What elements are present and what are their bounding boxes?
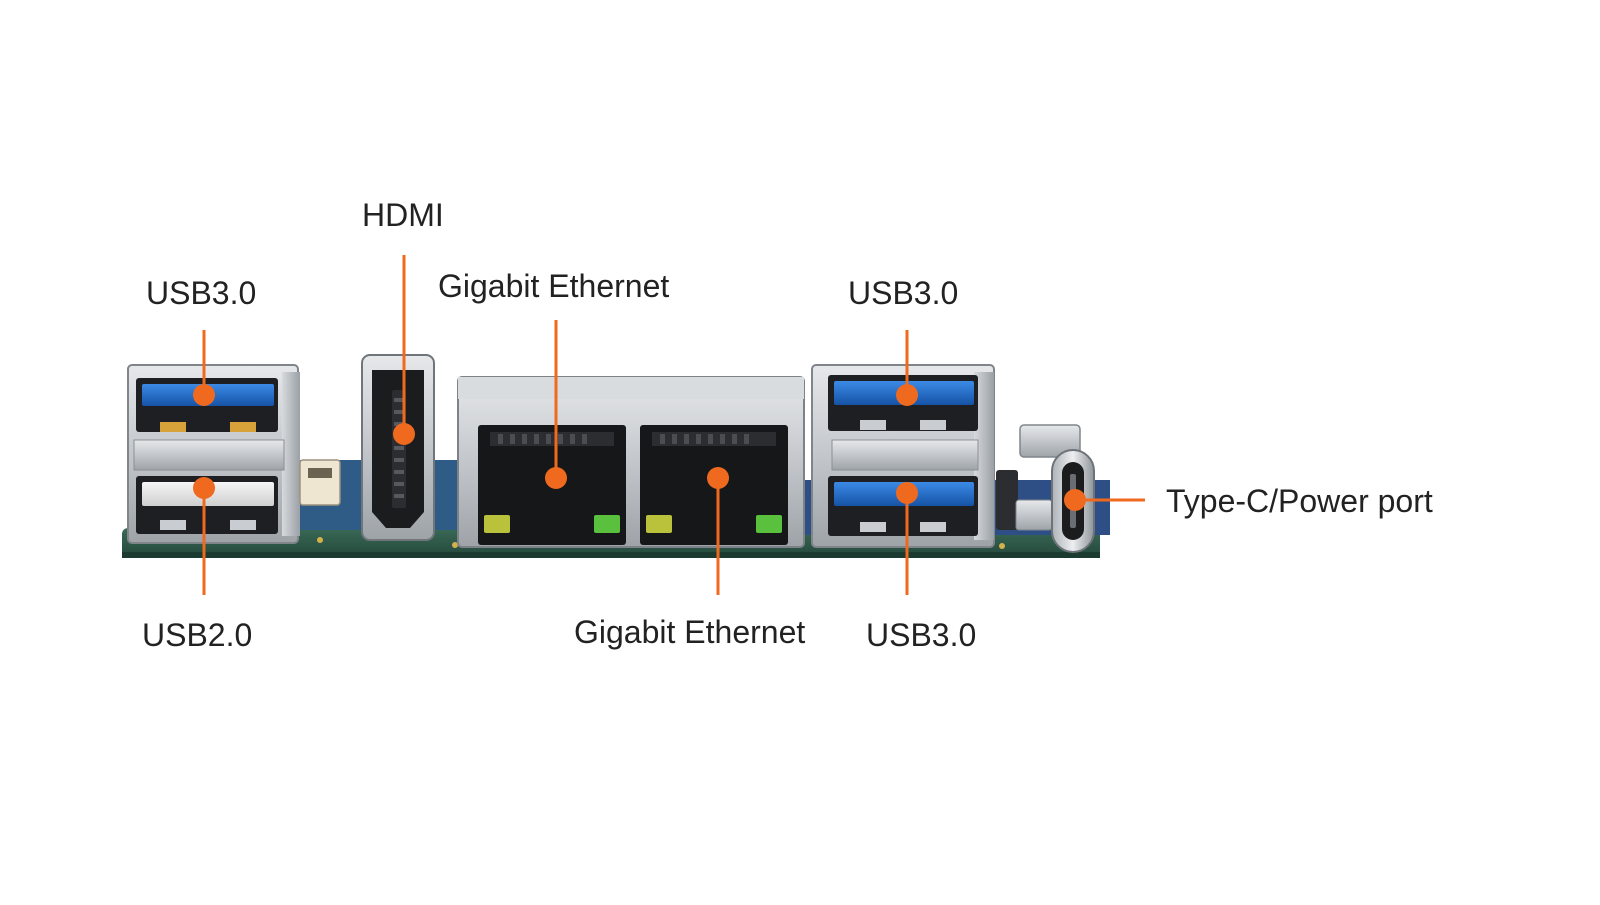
label-usb3-left-top: USB3.0: [146, 275, 257, 311]
callout-usb3-right-bottom-dot: [896, 482, 918, 504]
usb-stack-right-icon: [811, 364, 995, 548]
callout-ethernet-top-dot: [545, 467, 567, 489]
callout-usb2-left-bottom-dot: [193, 477, 215, 499]
callout-type-c-dot: [1064, 489, 1086, 511]
label-type-c-power: Type-C/Power port: [1166, 483, 1433, 519]
label-gigabit-ethernet-bottom: Gigabit Ethernet: [574, 614, 806, 650]
rj45-port-icon: [457, 376, 805, 548]
callout-lines: [193, 255, 1145, 595]
small-header-connector: [299, 459, 341, 506]
label-hdmi: HDMI: [362, 197, 444, 233]
label-usb2-left-bottom: USB2.0: [142, 617, 253, 653]
label-usb3-right-bottom: USB3.0: [866, 617, 977, 653]
label-usb3-right-top: USB3.0: [848, 275, 959, 311]
callout-usb3-left-top-dot: [193, 384, 215, 406]
callout-usb3-right-top-dot: [896, 384, 918, 406]
hdmi-port-icon: [361, 354, 435, 541]
callout-hdmi-dot: [393, 423, 415, 445]
label-gigabit-ethernet-top: Gigabit Ethernet: [438, 268, 670, 304]
small-button-component: [996, 470, 1053, 531]
usb-stack-left-icon: [127, 364, 300, 544]
callout-ethernet-bottom-dot: [707, 467, 729, 489]
